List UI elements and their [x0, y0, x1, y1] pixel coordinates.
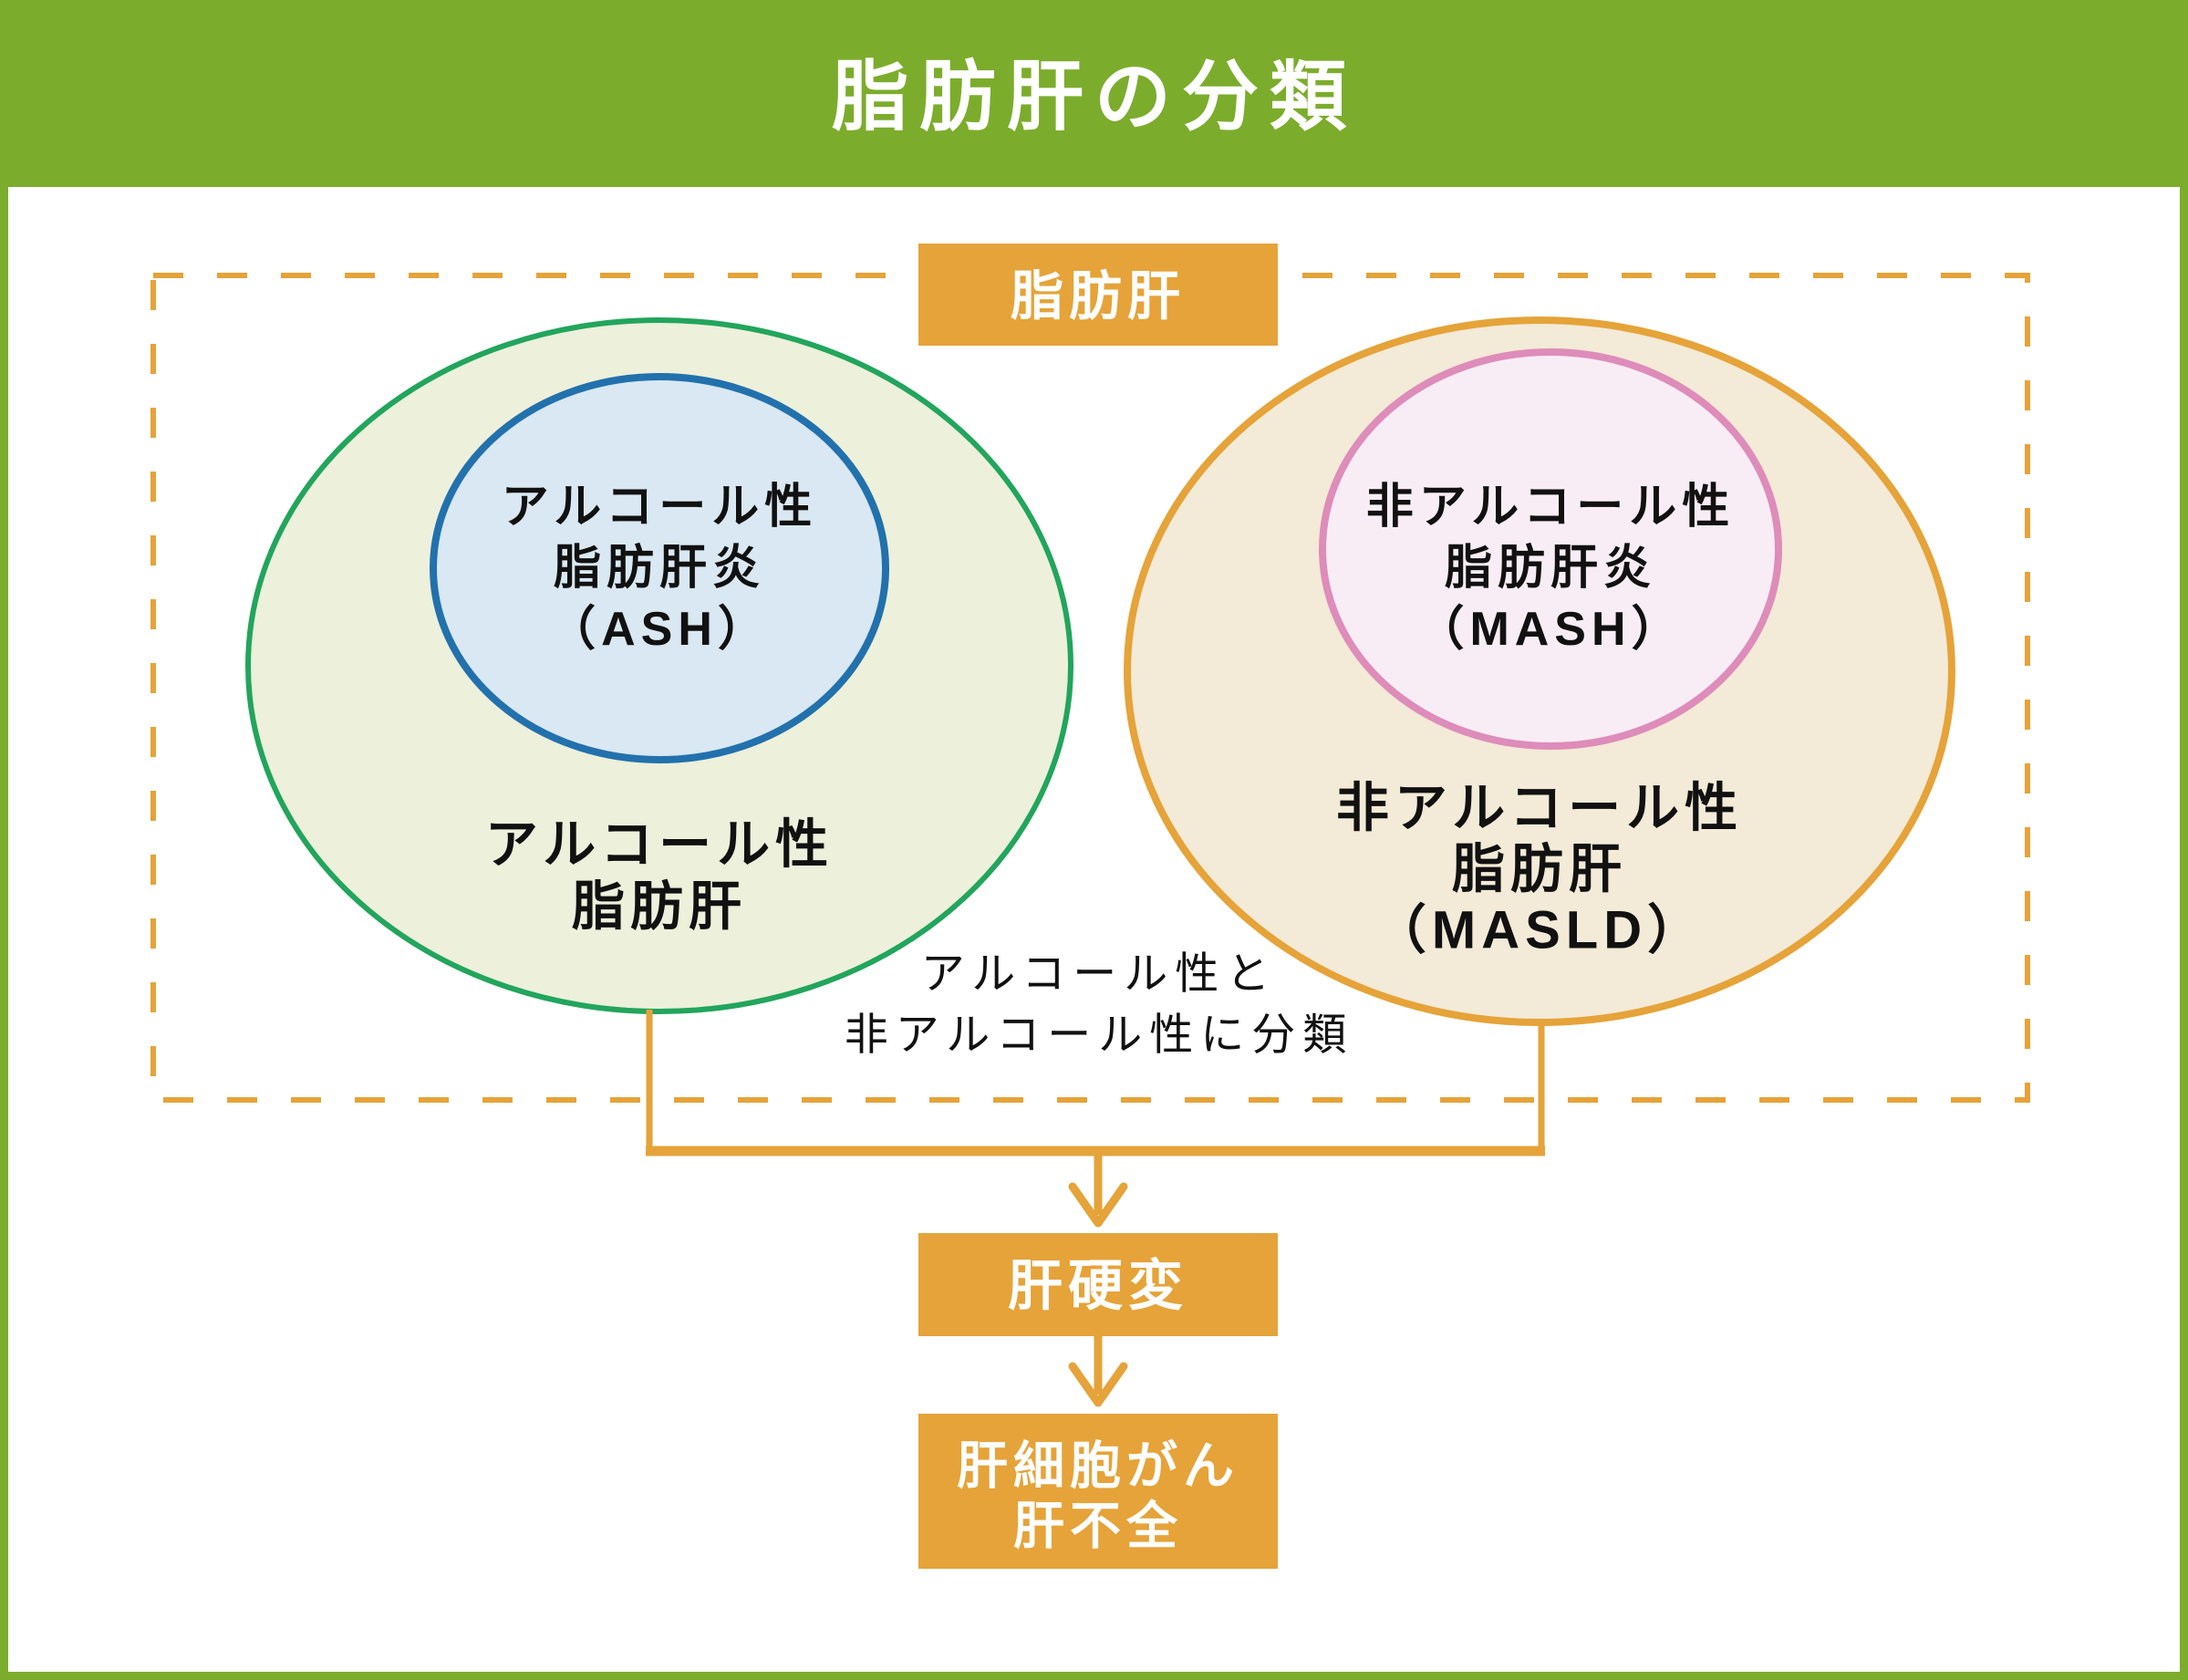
header-banner — [0, 0, 2188, 187]
page-title: 脂肪肝の分類 — [832, 54, 1357, 140]
arrow-to-cirrhosis-head — [1068, 1182, 1128, 1228]
ash-label-line1: アルコール性 — [502, 481, 817, 534]
outcome-box — [918, 1414, 1278, 1569]
mash-ellipse — [1319, 348, 1782, 750]
fatty-liver-label-box — [918, 244, 1278, 346]
cirrhosis-box — [918, 1233, 1278, 1336]
fatty-liver-label: 脂肪肝 — [1011, 267, 1186, 327]
masld-label-line3: （MASLD） — [1374, 901, 1706, 960]
alcoholic-fatty-liver-label-line2: 脂肪肝 — [572, 877, 747, 937]
ash-label-line3: （ASH） — [548, 603, 771, 656]
cirrhosis-label: 肝硬変 — [1008, 1256, 1188, 1317]
ash-label-line2: 脂肪肝炎 — [554, 542, 765, 595]
classification-boundary-dashed-box — [150, 273, 2030, 1103]
masld-label-line2: 脂肪肝 — [1452, 840, 1627, 899]
classification-caption-line1: アルコール性と — [921, 950, 1278, 999]
masld-label-line1: 非アルコール性 — [1336, 779, 1743, 838]
alcoholic-fatty-liver-label-line1: アルコール性 — [485, 815, 834, 875]
outcome-label-line1: 肝細胞がん — [957, 1437, 1239, 1495]
outcome-label-line2: 肝不全 — [1013, 1498, 1183, 1555]
mash-label-line3: （MASH） — [1416, 603, 1684, 656]
ash-ellipse — [430, 373, 889, 763]
classification-caption-line2: 非アルコール性に分類 — [845, 1011, 1354, 1060]
arrow-to-outcome-head — [1068, 1362, 1128, 1407]
mash-label-line1: 非アルコール性 — [1366, 481, 1735, 534]
mash-label-line2: 脂肪肝炎 — [1445, 542, 1656, 595]
